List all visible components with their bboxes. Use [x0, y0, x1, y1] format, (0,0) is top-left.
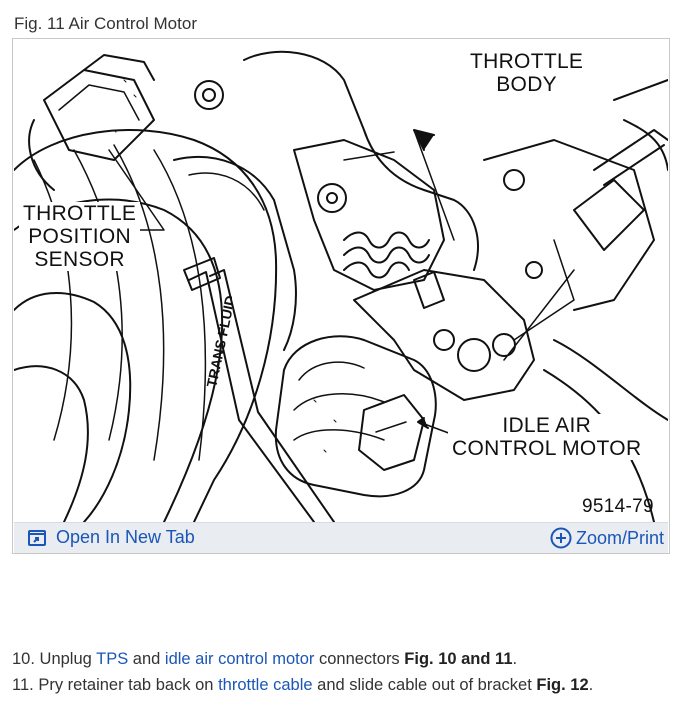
- label-line: BODY: [496, 73, 557, 96]
- open-in-new-tab-label: Open In New Tab: [56, 527, 195, 547]
- figure-reference: Fig. 12: [536, 676, 589, 694]
- figure-container: THROTTLE BODY THROTTLE POSITION SENSOR I…: [12, 38, 670, 554]
- step-number: 11.: [12, 676, 34, 694]
- step-text: and slide cable out of bracket: [312, 676, 537, 694]
- open-new-tab-icon: [28, 529, 46, 546]
- label-line: CONTROL MOTOR: [452, 437, 642, 460]
- figure-toolbar: Open In New Tab Zoom/Print: [14, 522, 668, 553]
- label-throttle-position-sensor: THROTTLE POSITION SENSOR: [19, 202, 141, 271]
- step-text: Pry retainer tab back on: [38, 676, 219, 694]
- step-number: 10.: [12, 650, 35, 668]
- label-line: SENSOR: [34, 248, 125, 271]
- idle-air-control-motor-link[interactable]: idle air control motor: [164, 650, 315, 668]
- step-text: Unplug: [39, 650, 97, 668]
- zoom-plus-icon: [550, 527, 572, 549]
- label-line: THROTTLE: [23, 202, 137, 225]
- label-line: THROTTLE: [470, 50, 584, 73]
- figure-caption: Fig. 11 Air Control Motor: [14, 14, 197, 33]
- step-item: 10. Unplug TPS and idle air control moto…: [12, 646, 593, 672]
- tps-link[interactable]: TPS: [96, 650, 129, 668]
- label-throttle-body: THROTTLE BODY: [466, 50, 588, 96]
- figure-reference: Fig. 10 and 11: [404, 650, 513, 668]
- figure-code: 9514-79: [582, 496, 654, 517]
- zoom-print-link[interactable]: Zoom/Print: [550, 527, 664, 549]
- open-in-new-tab-link[interactable]: Open In New Tab: [28, 527, 195, 548]
- label-line: IDLE AIR: [502, 414, 592, 437]
- step-text: .: [512, 650, 518, 668]
- label-idle-air-control-motor: IDLE AIR CONTROL MOTOR: [448, 414, 646, 460]
- label-line: POSITION: [28, 225, 131, 248]
- step-text: .: [588, 676, 594, 694]
- zoom-print-label: Zoom/Print: [575, 527, 664, 548]
- trans-fluid-label-svg: TRANS FLUID: [203, 294, 232, 389]
- engine-line-drawing: THROTTLE BODY THROTTLE POSITION SENSOR I…: [14, 40, 668, 522]
- step-text: connectors: [314, 650, 405, 668]
- instruction-steps: 10. Unplug TPS and idle air control moto…: [12, 646, 593, 698]
- step-item: 11. Pry retainer tab back on throttle ca…: [12, 672, 593, 698]
- label-trans-fluid: TRANS FLUID: [203, 294, 232, 389]
- step-text: and: [128, 650, 165, 668]
- throttle-cable-link[interactable]: throttle cable: [218, 676, 313, 694]
